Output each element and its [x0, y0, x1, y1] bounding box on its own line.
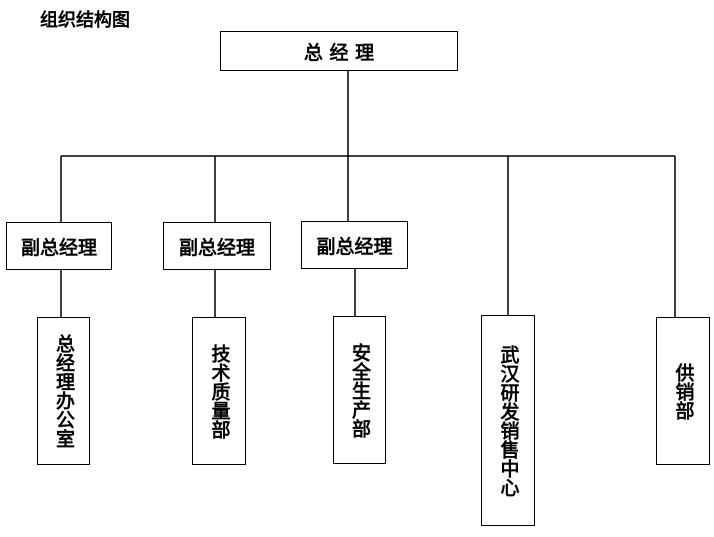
dept-node-label: 安全生产部: [349, 342, 371, 438]
deputy-node-3: 副总经理: [301, 221, 408, 269]
dept-node-label: 总经理办公室: [53, 334, 75, 448]
dept-node-1: 总经理办公室: [37, 317, 90, 465]
deputy-node-1: 副总经理: [6, 222, 112, 270]
diagram-title: 组织结构图: [40, 10, 130, 31]
dept-node-label: 技术质量部: [208, 343, 231, 439]
dept-node-2: 技术质量部: [192, 317, 246, 465]
deputy-node-label: 副总经理: [178, 236, 255, 259]
dept-node-label: 武汉研发销售中心: [497, 344, 520, 497]
dept-node-4: 武汉研发销售中心: [481, 315, 535, 526]
root-node-label: 总 经 理: [303, 41, 375, 64]
deputy-node-2: 副总经理: [163, 222, 271, 270]
deputy-node-label: 副总经理: [20, 236, 97, 259]
dept-node-label: 供销部: [672, 362, 695, 420]
dept-node-5: 供销部: [656, 317, 710, 465]
dept-node-3: 安全生产部: [333, 316, 386, 464]
deputy-node-label: 副总经理: [316, 235, 393, 258]
root-node-general-manager: 总 经 理: [220, 31, 458, 71]
